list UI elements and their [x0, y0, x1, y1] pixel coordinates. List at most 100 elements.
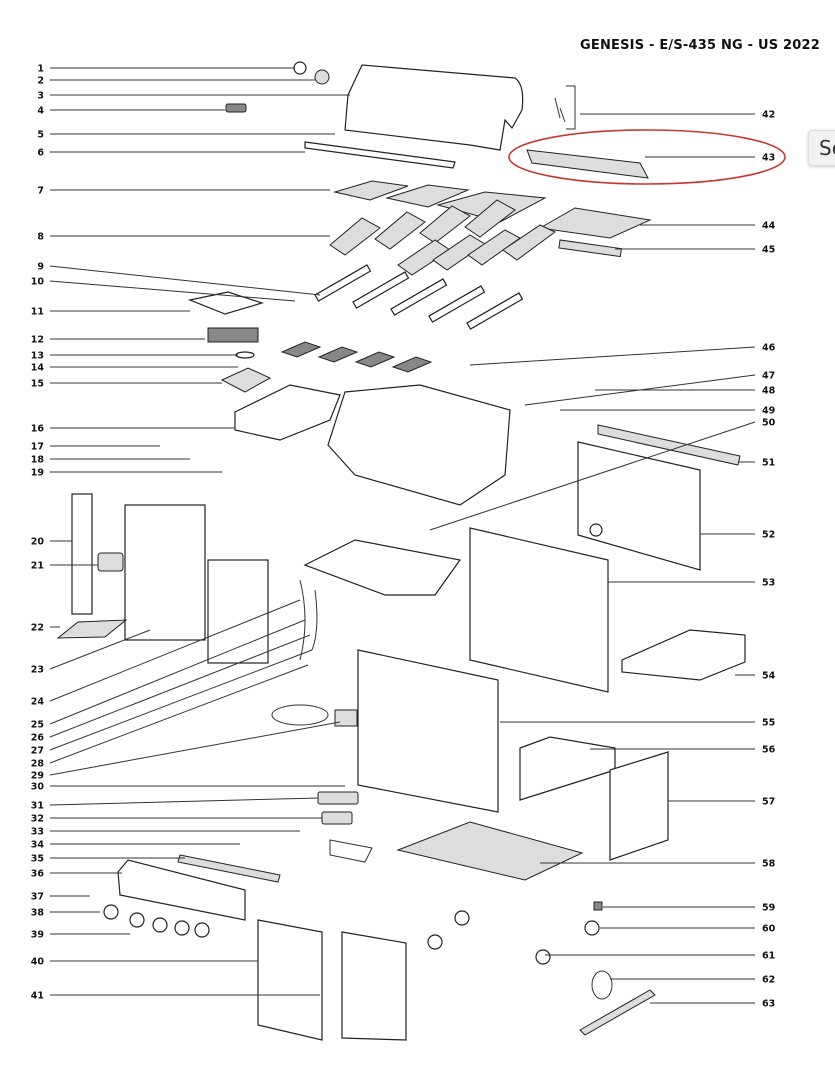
callout-2[interactable]: 2 [37, 76, 315, 87]
part-number-label[interactable]: 52 [762, 530, 775, 541]
part-number-label[interactable]: 9 [37, 262, 44, 273]
part-number-label[interactable]: 42 [762, 110, 775, 121]
part-number-label[interactable]: 48 [762, 386, 776, 397]
part-number-label[interactable]: 34 [31, 840, 45, 851]
callout-4[interactable]: 4 [37, 106, 225, 117]
callout-8[interactable]: 8 [37, 232, 330, 243]
part-number-label[interactable]: 51 [762, 458, 775, 469]
part-number-label[interactable]: 7 [37, 186, 44, 197]
part-number-label[interactable]: 61 [762, 951, 775, 962]
callout-60[interactable]: 60 [600, 924, 776, 935]
callout-17[interactable]: 17 [31, 442, 160, 453]
part-number-label[interactable]: 28 [31, 759, 45, 770]
part-number-label[interactable]: 63 [762, 999, 775, 1010]
part-number-label[interactable]: 57 [762, 797, 775, 808]
part-number-label[interactable]: 26 [31, 733, 45, 744]
callout-30[interactable]: 30 [31, 782, 345, 793]
callout-10[interactable]: 10 [31, 277, 296, 302]
part-number-label[interactable]: 24 [31, 697, 45, 708]
callout-37[interactable]: 37 [31, 892, 90, 903]
part-number-label[interactable]: 18 [31, 455, 45, 466]
part-number-label[interactable]: 55 [762, 718, 775, 729]
callout-52[interactable]: 52 [700, 530, 775, 541]
callout-24[interactable]: 24 [31, 599, 301, 708]
part-number-label[interactable]: 4 [37, 106, 44, 117]
part-number-label[interactable]: 32 [31, 814, 44, 825]
part-number-label[interactable]: 62 [762, 975, 775, 986]
part-number-label[interactable]: 16 [31, 424, 45, 435]
part-number-label[interactable]: 11 [31, 307, 44, 318]
callout-31[interactable]: 31 [31, 797, 319, 812]
part-number-label[interactable]: 6 [37, 148, 44, 159]
callout-9[interactable]: 9 [37, 262, 321, 296]
part-number-label[interactable]: 12 [31, 335, 44, 346]
callout-44[interactable]: 44 [640, 221, 776, 232]
callout-3[interactable]: 3 [37, 91, 350, 102]
part-number-label[interactable]: 37 [31, 892, 44, 903]
callout-33[interactable]: 33 [31, 827, 300, 838]
part-number-label[interactable]: 33 [31, 827, 44, 838]
callout-7[interactable]: 7 [37, 186, 330, 197]
part-number-label[interactable]: 50 [762, 418, 776, 429]
part-number-label[interactable]: 2 [37, 76, 44, 87]
callout-20[interactable]: 20 [31, 537, 72, 548]
callout-22[interactable]: 22 [31, 623, 60, 634]
callout-12[interactable]: 12 [31, 335, 205, 346]
callout-59[interactable]: 59 [603, 903, 775, 914]
part-number-label[interactable]: 35 [31, 854, 44, 865]
part-number-label[interactable]: 8 [37, 232, 44, 243]
part-number-label[interactable]: 22 [31, 623, 44, 634]
callout-34[interactable]: 34 [31, 840, 240, 851]
part-number-label[interactable]: 39 [31, 930, 44, 941]
part-number-label[interactable]: 10 [31, 277, 45, 288]
callout-26[interactable]: 26 [31, 634, 311, 744]
callout-46[interactable]: 46 [469, 343, 776, 366]
part-number-label[interactable]: 36 [31, 869, 45, 880]
callout-61[interactable]: 61 [545, 951, 775, 962]
part-number-label[interactable]: 56 [762, 745, 776, 756]
callout-42[interactable]: 42 [580, 110, 775, 121]
part-number-label[interactable]: 3 [37, 91, 44, 102]
callout-19[interactable]: 19 [31, 468, 222, 479]
part-number-label[interactable]: 30 [31, 782, 45, 793]
part-number-label[interactable]: 49 [762, 406, 775, 417]
part-number-label[interactable]: 25 [31, 720, 44, 731]
callout-41[interactable]: 41 [31, 991, 320, 1002]
callout-51[interactable]: 51 [738, 458, 775, 469]
part-number-label[interactable]: 60 [762, 924, 776, 935]
part-number-label[interactable]: 21 [31, 561, 44, 572]
part-number-label[interactable]: 23 [31, 665, 44, 676]
callout-28[interactable]: 28 [31, 664, 309, 770]
part-number-label[interactable]: 40 [31, 957, 45, 968]
callout-6[interactable]: 6 [37, 148, 305, 159]
part-number-label[interactable]: 31 [31, 801, 44, 812]
callout-21[interactable]: 21 [31, 561, 98, 572]
part-number-label[interactable]: 44 [762, 221, 776, 232]
callout-57[interactable]: 57 [668, 797, 775, 808]
part-number-label[interactable]: 29 [31, 771, 44, 782]
part-number-label[interactable]: 13 [31, 351, 44, 362]
callout-16[interactable]: 16 [31, 424, 235, 435]
callout-35[interactable]: 35 [31, 854, 185, 865]
part-number-label[interactable]: 54 [762, 671, 776, 682]
part-number-label[interactable]: 20 [31, 537, 45, 548]
callout-32[interactable]: 32 [31, 814, 322, 825]
callout-23[interactable]: 23 [31, 629, 151, 676]
callout-5[interactable]: 5 [37, 130, 335, 141]
callout-56[interactable]: 56 [590, 745, 776, 756]
part-number-label[interactable]: 15 [31, 379, 44, 390]
part-number-label[interactable]: 47 [762, 371, 775, 382]
part-number-label[interactable]: 46 [762, 343, 776, 354]
callout-15[interactable]: 15 [31, 379, 222, 390]
part-number-label[interactable]: 14 [31, 363, 45, 374]
part-number-label[interactable]: 1 [37, 64, 44, 75]
part-number-label[interactable]: 5 [37, 130, 44, 141]
part-number-label[interactable]: 59 [762, 903, 775, 914]
callout-39[interactable]: 39 [31, 930, 130, 941]
part-number-label[interactable]: 38 [31, 908, 45, 919]
callout-27[interactable]: 27 [31, 649, 313, 757]
callout-58[interactable]: 58 [540, 859, 776, 870]
callout-18[interactable]: 18 [31, 455, 190, 466]
callout-36[interactable]: 36 [31, 869, 122, 880]
callout-55[interactable]: 55 [500, 718, 775, 729]
